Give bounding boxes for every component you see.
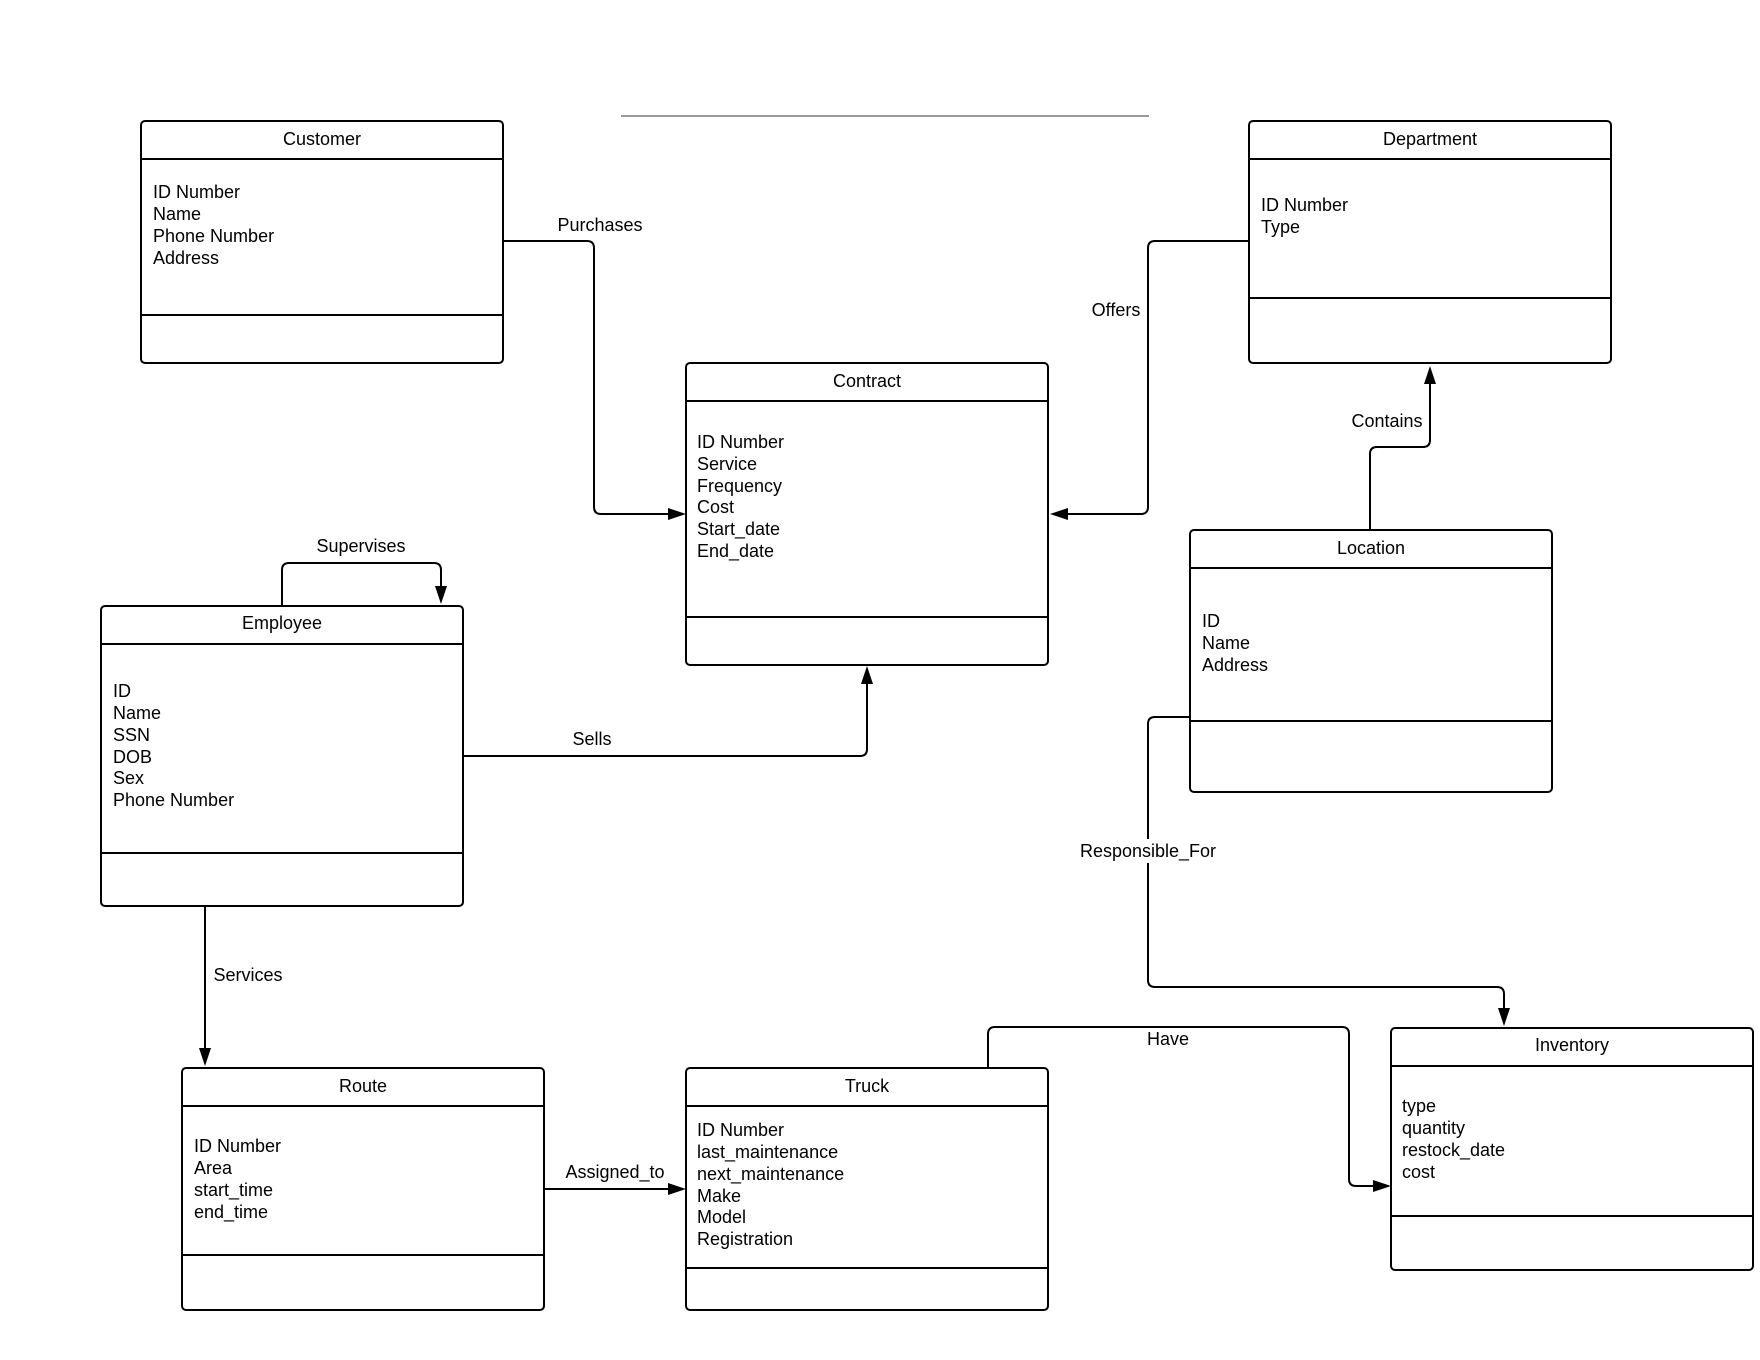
label-sells: Sells: [572, 729, 611, 749]
edge-assigned-to[interactable]: [545, 1183, 686, 1195]
attribute: last_maintenance: [697, 1142, 838, 1163]
edge-sells[interactable]: [463, 666, 873, 757]
attribute: Area: [194, 1158, 233, 1178]
label-offers: Offers: [1092, 300, 1141, 320]
label-supervises: Supervises: [316, 536, 405, 556]
attribute: ID Number: [153, 182, 240, 202]
edge-responsible-for[interactable]: [1147, 716, 1510, 1026]
attribute: SSN: [113, 725, 150, 745]
attribute: ID: [113, 681, 131, 701]
edge-supervises[interactable]: [281, 562, 447, 606]
attribute: Phone Number: [113, 790, 234, 810]
entity-title: Inventory: [1535, 1035, 1609, 1055]
attribute: quantity: [1402, 1118, 1465, 1138]
attribute: restock_date: [1402, 1140, 1505, 1161]
edge-contains[interactable]: [1369, 366, 1436, 530]
attribute: ID Number: [697, 432, 784, 452]
entity-inventory[interactable]: Inventory type quantity restock_date cos…: [1390, 1027, 1754, 1271]
attribute: Frequency: [697, 476, 782, 496]
edge-offers[interactable]: [1050, 240, 1249, 520]
attribute: type: [1402, 1096, 1436, 1116]
attribute: ID Number: [1261, 195, 1348, 215]
entity-truck[interactable]: Truck ID Number last_maintenance next_ma…: [685, 1067, 1049, 1311]
attribute: ID: [1202, 611, 1220, 631]
entity-title: Location: [1337, 538, 1405, 558]
attribute: End_date: [697, 541, 774, 562]
attribute: Name: [153, 204, 201, 224]
edge-have[interactable]: [987, 1026, 1391, 1192]
attribute: end_time: [194, 1202, 268, 1223]
label-have: Have: [1147, 1029, 1189, 1049]
entity-title: Truck: [845, 1076, 890, 1096]
attribute: Model: [697, 1207, 746, 1227]
entity-title: Customer: [283, 129, 361, 149]
attribute: Service: [697, 454, 757, 474]
attribute: Phone Number: [153, 226, 274, 246]
label-contains: Contains: [1351, 411, 1422, 431]
entity-title: Contract: [833, 371, 901, 391]
label-purchases: Purchases: [557, 215, 642, 235]
attribute: Name: [1202, 633, 1250, 653]
entity-title: Department: [1383, 129, 1477, 149]
attribute: Make: [697, 1186, 741, 1206]
label-responsible-for: Responsible_For: [1080, 841, 1216, 862]
attribute: Sex: [113, 768, 144, 788]
entity-department[interactable]: Department ID Number Type: [1248, 120, 1612, 364]
attribute: DOB: [113, 747, 152, 767]
attribute: ID Number: [194, 1136, 281, 1156]
entity-title: Route: [339, 1076, 387, 1096]
entity-title: Employee: [242, 613, 322, 633]
attribute: next_maintenance: [697, 1164, 844, 1185]
attribute: Address: [1202, 655, 1268, 675]
label-assigned-to: Assigned_to: [565, 1162, 664, 1183]
entity-route[interactable]: Route ID Number Area start_time end_time: [181, 1067, 545, 1311]
attribute: Start_date: [697, 519, 780, 540]
entity-location[interactable]: Location ID Name Address: [1189, 529, 1553, 793]
attribute: Cost: [697, 497, 734, 517]
attribute: Name: [113, 703, 161, 723]
entity-contract[interactable]: Contract ID Number Service Frequency Cos…: [685, 362, 1049, 666]
entity-customer[interactable]: Customer ID Number Name Phone Number Add…: [140, 120, 504, 364]
label-services: Services: [213, 965, 282, 985]
attribute: cost: [1402, 1162, 1435, 1182]
attribute: Type: [1261, 217, 1300, 237]
attribute: Registration: [697, 1229, 793, 1249]
edge-services[interactable]: [199, 906, 211, 1066]
entity-employee[interactable]: Employee ID Name SSN DOB Sex Phone Numbe…: [100, 605, 464, 907]
edge-purchases[interactable]: [503, 240, 686, 520]
attribute: ID Number: [697, 1120, 784, 1140]
attribute: Address: [153, 248, 219, 268]
attribute: start_time: [194, 1180, 273, 1201]
